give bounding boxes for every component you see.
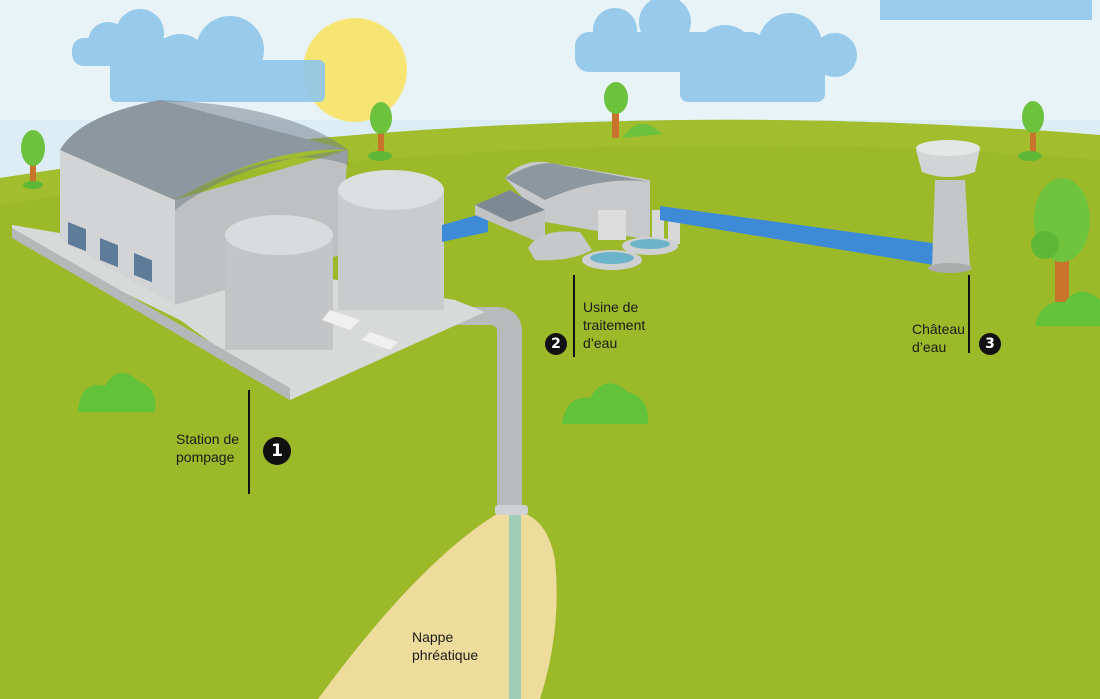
tree-back [604, 82, 662, 138]
station-label: Station de pompage [176, 430, 239, 466]
sun [303, 18, 407, 122]
tree-left [21, 130, 45, 189]
usine-label-line1: Usine de [583, 299, 639, 315]
chateau-label-line2: d’eau [912, 339, 947, 355]
chateau-label: Château d’eau [912, 320, 965, 356]
tree-middle [368, 102, 392, 161]
usine-leader-line [573, 275, 575, 357]
station-label-line1: Station de [176, 431, 240, 447]
nappe-label-line2: phréatique [412, 647, 479, 663]
station-number-badge: 1 [263, 437, 291, 465]
water-tower [916, 140, 980, 273]
usine-label-line2: traitement [583, 317, 646, 333]
well-pipe [410, 260, 522, 512]
bush-left [78, 372, 156, 412]
pumping-station [12, 100, 485, 400]
station-leader-line [248, 390, 250, 494]
usine-label: Usine de traitement d’eau [583, 298, 645, 352]
cloud-right [575, 0, 857, 102]
cloud-left [72, 9, 325, 102]
water-pipe-2 [660, 206, 940, 266]
usine-label-line3: d’eau [583, 335, 618, 351]
nappe-label: Nappe phréatique [412, 628, 478, 664]
tree-right-large [1031, 178, 1090, 302]
bush-middle [562, 383, 649, 424]
cloud-top-right [880, 0, 1092, 20]
chateau-label-line1: Château [912, 321, 965, 337]
tree-far-right [1018, 101, 1044, 161]
bush-right [1035, 291, 1100, 326]
station-label-line2: pompage [176, 449, 235, 465]
water-pipe-1 [442, 212, 488, 242]
usine-number-badge: 2 [545, 333, 567, 355]
chateau-number-badge: 3 [979, 333, 1001, 355]
aquifer [318, 511, 557, 699]
chateau-leader-line [968, 275, 970, 353]
nappe-label-line1: Nappe [412, 629, 454, 645]
